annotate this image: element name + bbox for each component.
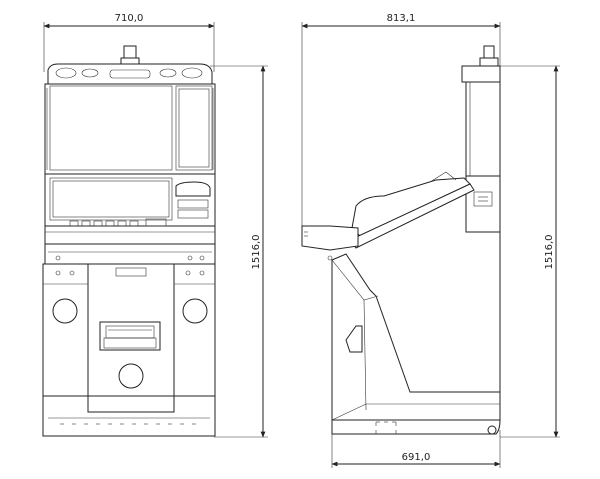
side-depth-top-label: 813,1: [387, 13, 416, 24]
side-access-panel: [375, 421, 397, 434]
front-side-light-strip: [46, 88, 214, 170]
side-base: [331, 419, 501, 435]
front-cabinet-head: [47, 63, 213, 85]
front-bill-validator: [99, 321, 161, 351]
side-handle: [345, 325, 363, 353]
front-left-speaker: [52, 298, 78, 324]
side-depth-base-label: 691,0: [402, 452, 431, 463]
front-door-lock: [118, 363, 144, 389]
front-ticket-printer: [175, 181, 211, 197]
front-deck-buttons: [69, 218, 167, 227]
side-button-deck: [301, 225, 359, 251]
side-wheel: [487, 425, 497, 435]
front-view: 710,0 1516,0: [42, 13, 268, 438]
side-label-plate: [473, 191, 493, 207]
side-slanted-screen: [351, 177, 471, 237]
side-head: [461, 65, 501, 83]
front-width-label: 710,0: [115, 13, 144, 24]
front-deck-lower-strip: [44, 243, 216, 265]
side-screen-housing: [465, 81, 501, 179]
front-right-speaker: [182, 298, 208, 324]
front-main-screen-frame: [44, 83, 216, 175]
side-view: 813,1 1516,0 691,0: [301, 13, 560, 468]
front-button-deck: [44, 225, 216, 245]
side-height-label: 1516,0: [544, 235, 555, 270]
front-height-label: 1516,0: [251, 235, 262, 270]
